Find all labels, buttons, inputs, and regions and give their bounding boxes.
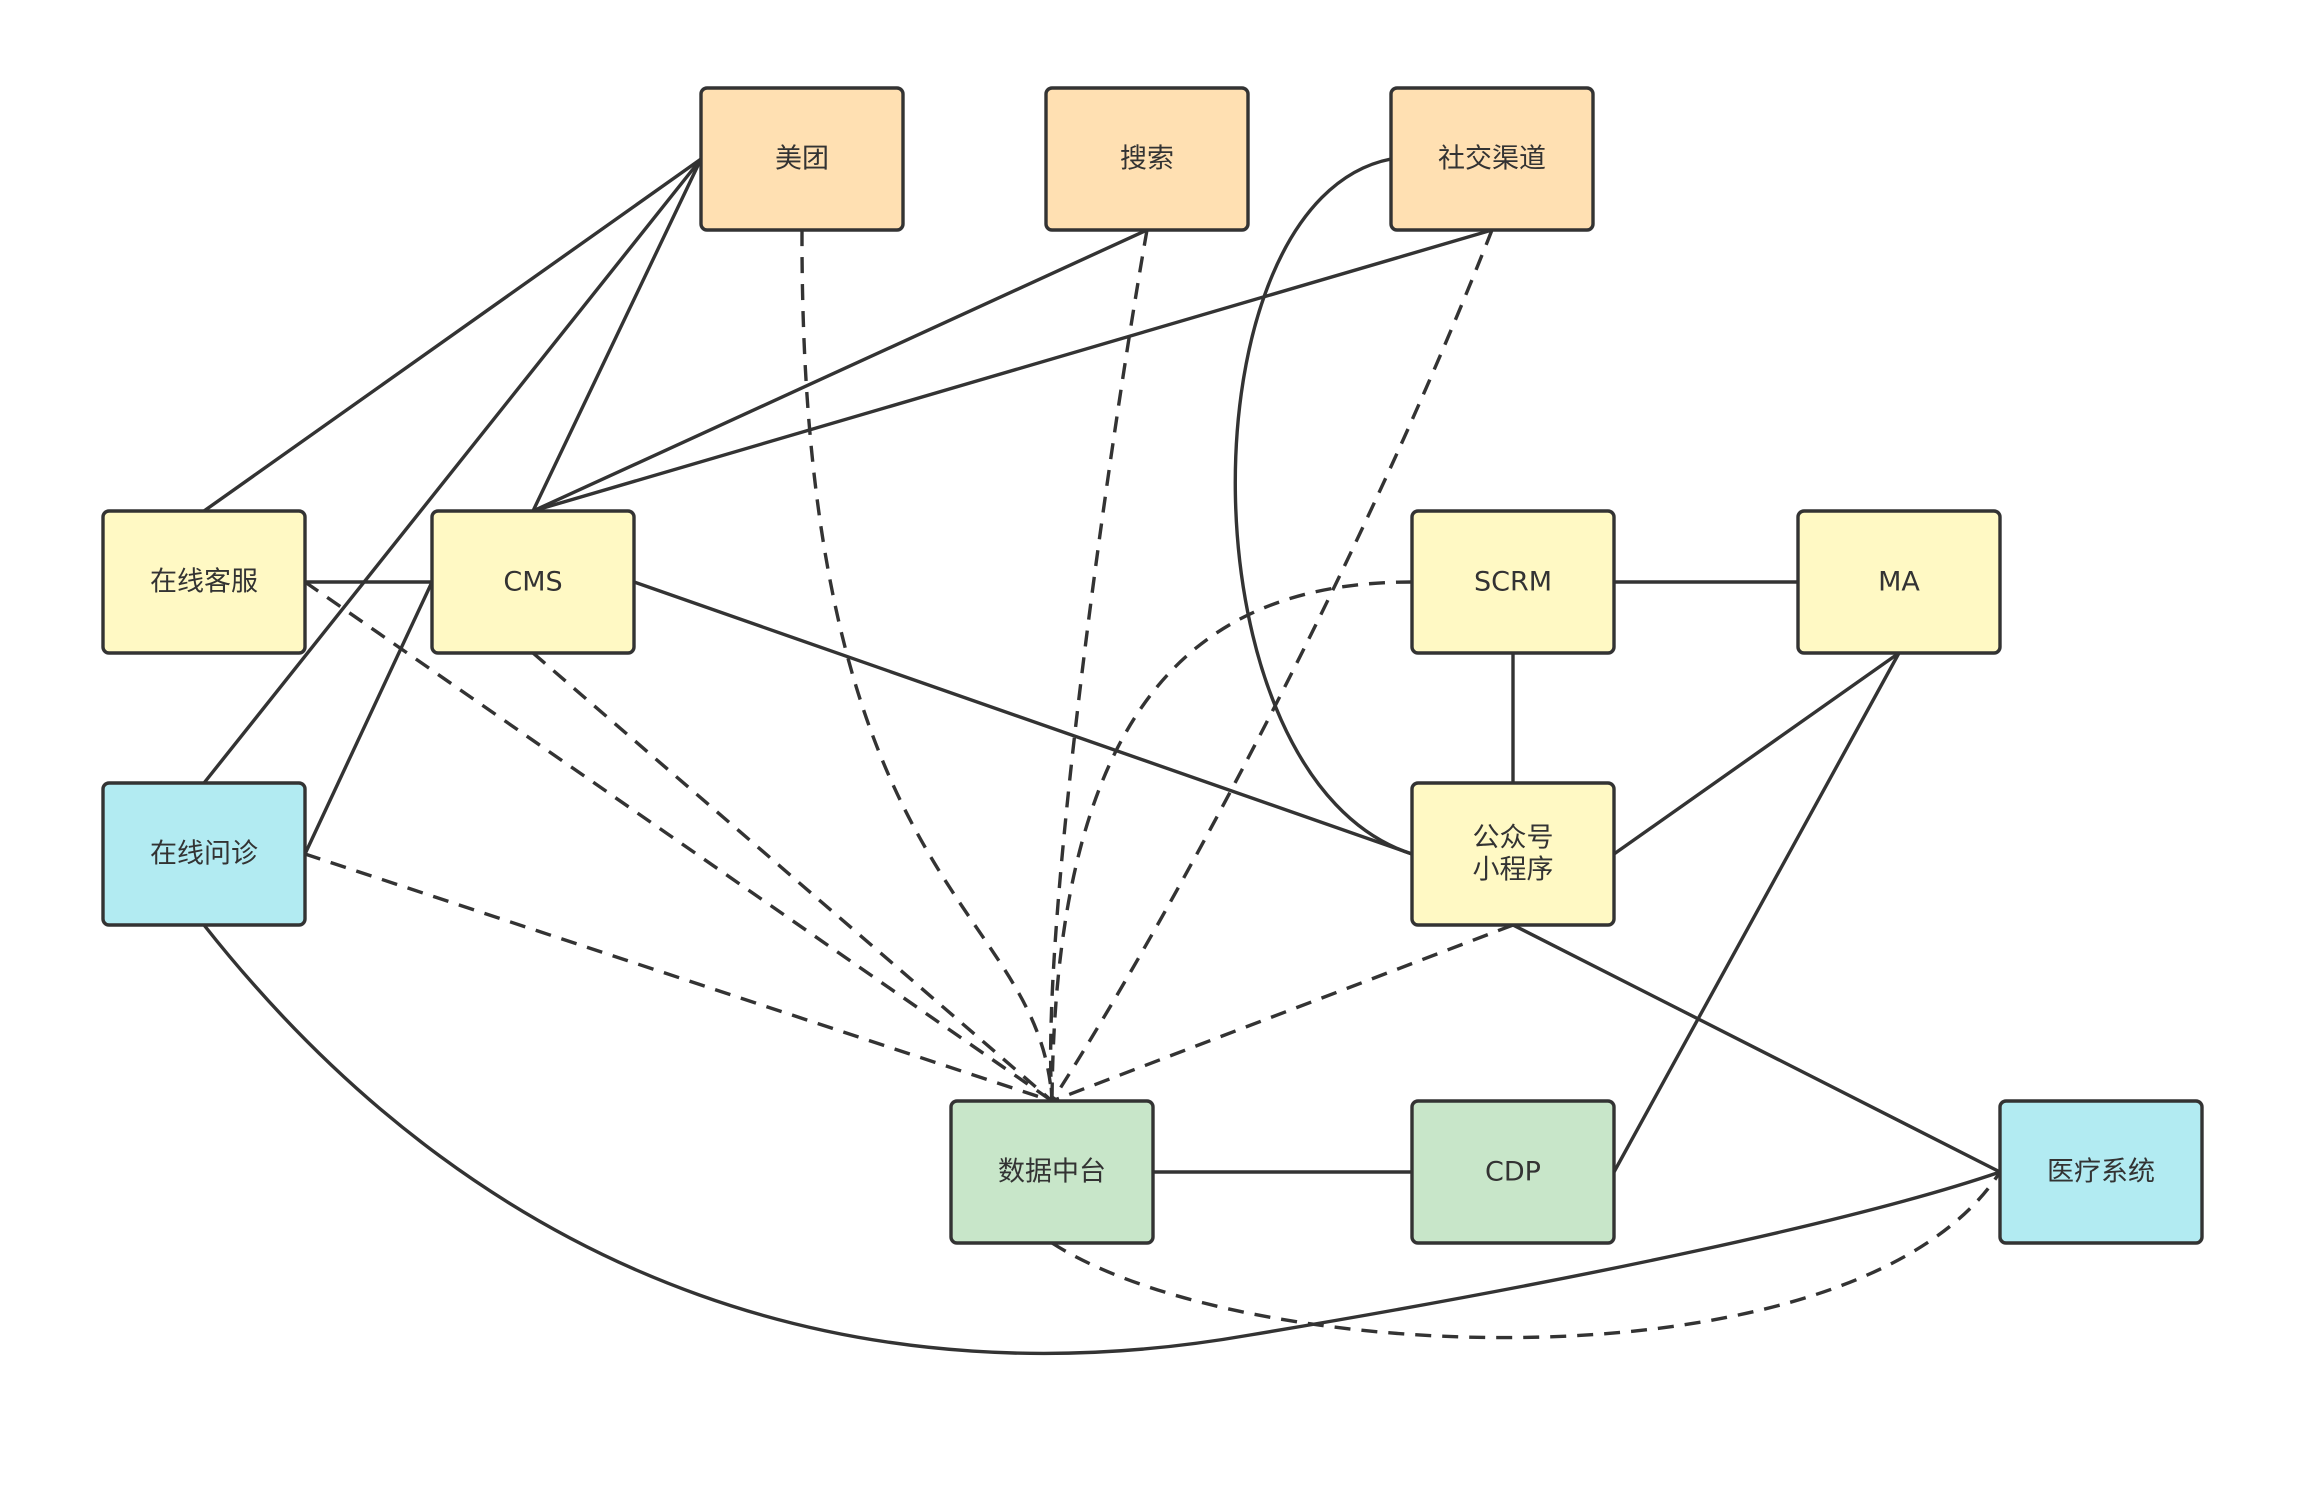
node-box-medical [1998,1099,2204,1245]
node-scrm[interactable]: SCRM [1410,509,1616,655]
edge-online-consult-to-data-platform [304,852,1053,1103]
node-box-search [1044,86,1250,232]
edge-wechat-to-data-platform [1051,923,1514,1103]
node-social[interactable]: 社交渠道 [1389,86,1595,232]
node-box-online-service [101,509,307,655]
node-label-online-service: 在线客服 [150,567,258,598]
edge-social-to-wechat [1233,157,1413,856]
node-label-wechat-line-1: 公众号 [1473,823,1554,854]
edge-ma-to-cdp [1612,652,1901,1173]
node-cdp[interactable]: CDP [1410,1099,1616,1245]
node-online-consult[interactable]: 在线问诊 [101,781,307,927]
node-label-social: 社交渠道 [1438,144,1546,175]
edge-meituan-to-cms [531,158,703,512]
node-medical[interactable]: 医疗系统 [1998,1099,2204,1245]
edge-meituan-to-online-consult [202,157,703,785]
node-label-cms: CMS [503,567,562,598]
edge-cms-to-data-platform [531,651,1054,1103]
edge-social-to-data-platform [1050,229,1494,1102]
edge-online-consult-to-medical [202,923,2001,1356]
edge-ma-to-wechat [1613,651,1900,856]
node-label-data-platform: 数据中台 [998,1157,1106,1188]
node-label-wechat-line-2: 小程序 [1473,855,1554,886]
node-box-meituan [699,86,905,232]
edge-cms-to-online-consult [303,581,434,855]
node-label-scrm: SCRM [1474,567,1552,598]
node-search[interactable]: 搜索 [1044,86,1250,232]
node-label-medical: 医疗系统 [2047,1157,2155,1188]
node-label-online-consult: 在线问诊 [150,839,258,870]
node-label-ma: MA [1878,567,1920,598]
node-label-search: 搜索 [1120,144,1174,175]
edge-scrm-to-data-platform [1050,580,1413,1102]
node-data-platform[interactable]: 数据中台 [949,1099,1155,1245]
node-label-cdp: CDP [1485,1157,1541,1188]
node-online-service[interactable]: 在线客服 [101,509,307,655]
node-label-meituan: 美团 [775,144,829,175]
node-box-cdp [1410,1099,1616,1245]
edge-social-to-cms [532,228,1493,513]
edge-meituan-to-online-service [203,157,702,513]
edge-search-to-cms [532,228,1148,513]
node-box-ma [1796,509,2002,655]
edge-meituan-to-data-platform [800,229,1054,1102]
edge-online-service-to-data-platform [304,580,1053,1103]
node-box-social [1389,86,1595,232]
edge-search-to-data-platform [1048,229,1149,1102]
node-box-scrm [1410,509,1616,655]
edge-wechat-to-medical [1512,923,2001,1174]
node-meituan[interactable]: 美团 [699,86,905,232]
edge-data-platform-to-medical [1051,1171,2002,1340]
edges-layer [202,157,2002,1356]
node-box-wechat [1410,781,1616,927]
node-cms[interactable]: CMS [430,509,636,655]
node-box-online-consult [101,781,307,927]
node-box-cms [430,509,636,655]
node-ma[interactable]: MA [1796,509,2002,655]
edge-cms-to-wechat [633,580,1413,856]
node-box-data-platform [949,1099,1155,1245]
